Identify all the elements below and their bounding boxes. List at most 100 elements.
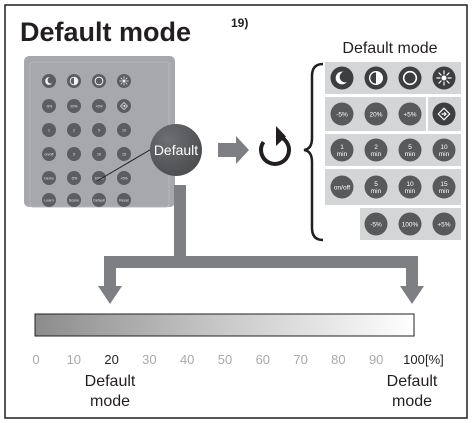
- panel-button-unit: min: [439, 188, 450, 195]
- footnote-reference: 19): [231, 16, 248, 30]
- panel-button[interactable]: -5%: [364, 212, 388, 236]
- remote-button[interactable]: Default: [92, 193, 106, 207]
- marker-label-20: Default mode: [85, 373, 136, 410]
- remote-button[interactable]: Learn: [42, 193, 56, 207]
- remote-button-label: on/off: [45, 152, 54, 156]
- circle-outline-button[interactable]: [398, 66, 422, 90]
- panel-button-value: 5: [408, 144, 412, 151]
- remote-button[interactable]: on/off: [42, 147, 56, 161]
- panel-button-label: +5%: [437, 221, 450, 228]
- moon-icon: [47, 76, 55, 84]
- remote-button[interactable]: -5%: [42, 99, 56, 113]
- default-button[interactable]: [150, 124, 202, 176]
- brightness-scale-bar: [34, 313, 415, 337]
- bracket-arrows: [98, 185, 424, 304]
- sun-button[interactable]: [432, 66, 456, 90]
- scale-tick-label: 60: [256, 352, 270, 367]
- marker-label-line2: mode: [392, 393, 432, 410]
- remote-button[interactable]: [42, 74, 56, 88]
- marker-label-100: Default mode: [387, 373, 438, 410]
- remote-button[interactable]: 2: [67, 123, 81, 137]
- panel-button-label: 100%: [402, 221, 419, 228]
- remote-button-label: -5%: [46, 104, 53, 108]
- half-circle-icon: [74, 77, 78, 85]
- remote-button[interactable]: 100%: [92, 171, 106, 185]
- remote-button[interactable]: +5%: [117, 171, 131, 185]
- panel-heading: Default mode: [342, 40, 437, 57]
- panel-button-label: +5%: [403, 111, 416, 118]
- sun-icon: [446, 72, 450, 76]
- panel-button-label: -5%: [370, 221, 382, 228]
- scale-unit-label: [%]: [425, 352, 444, 367]
- remote-button-label: Demo: [44, 176, 54, 180]
- remote-button-label: 10: [97, 152, 101, 156]
- panel-button-value: 1: [340, 144, 344, 151]
- remote-button[interactable]: Demo: [42, 171, 56, 185]
- arrow-down-icon: [400, 286, 424, 304]
- panel-button[interactable]: on/off: [330, 175, 354, 199]
- panel-button[interactable]: +5%: [398, 102, 422, 126]
- enter-icon: [441, 111, 447, 117]
- remote-button-label: +5%: [95, 104, 103, 108]
- remote-button-label: -5%: [71, 176, 78, 180]
- moon-button[interactable]: [330, 66, 354, 90]
- remote-button-label: Learn: [44, 198, 53, 202]
- scale-tick-label: 30: [142, 352, 156, 367]
- remote-button[interactable]: 15: [117, 147, 131, 161]
- panel-button[interactable]: 100%: [398, 212, 422, 236]
- remote-button[interactable]: Reset: [117, 193, 131, 207]
- panel-button-unit: min: [371, 188, 382, 195]
- remote-button[interactable]: 10: [92, 147, 106, 161]
- remote-button-label: 5: [73, 152, 75, 156]
- remote-button-label: 20%: [70, 104, 78, 108]
- remote-button-label: 2: [73, 128, 75, 132]
- bracket-left-leg: [104, 256, 116, 286]
- callout-line: [96, 143, 161, 182]
- half-circle-button[interactable]: [364, 66, 388, 90]
- bracket-right-leg: [406, 256, 418, 286]
- scale-tick-label: 90: [369, 352, 383, 367]
- enter-button[interactable]: [432, 102, 456, 126]
- scale-tick-label: 80: [331, 352, 345, 367]
- remote-button[interactable]: [117, 99, 131, 113]
- panel-button[interactable]: +5%: [432, 212, 456, 236]
- remote-button-label: Default: [93, 198, 104, 202]
- panel-button[interactable]: -5%: [330, 102, 354, 126]
- panel-button-unit: min: [439, 151, 450, 158]
- bracket-stem: [174, 185, 186, 268]
- marker-label-line2: mode: [90, 393, 130, 410]
- circle-outline-icon: [402, 70, 418, 86]
- remote-button[interactable]: 5: [92, 123, 106, 137]
- remote-button[interactable]: 5: [67, 147, 81, 161]
- remote-button[interactable]: 10: [117, 123, 131, 137]
- scale-tick-label: 100: [403, 352, 425, 367]
- remote-button[interactable]: 1: [42, 123, 56, 137]
- remote-button[interactable]: [92, 74, 106, 88]
- remote-button[interactable]: +5%: [92, 99, 106, 113]
- remote-button[interactable]: Scene: [67, 193, 81, 207]
- circle-outline-icon: [94, 76, 104, 86]
- panel-button[interactable]: 20%: [364, 102, 388, 126]
- remote-button[interactable]: 20%: [67, 99, 81, 113]
- remote-button[interactable]: [67, 74, 81, 88]
- remote-button[interactable]: -5%: [67, 171, 81, 185]
- scale-tick-label: 70: [293, 352, 307, 367]
- panel-button-value: 10: [440, 144, 448, 151]
- panel-button-unit: min: [405, 188, 416, 195]
- scale-tick-label: 40: [180, 352, 194, 367]
- remote-button[interactable]: [117, 74, 131, 88]
- default-button-label: Default: [154, 142, 198, 158]
